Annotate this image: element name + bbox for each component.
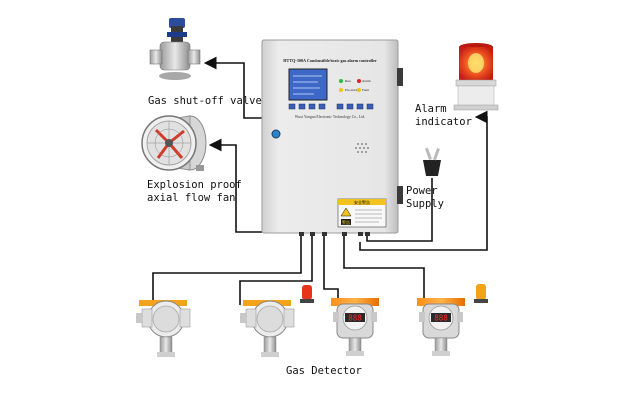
controller-footer: Wuxi Yongan Electronic Technology Co., L… bbox=[295, 115, 366, 120]
gas-detector-3: 888 bbox=[331, 298, 379, 356]
gas-detector-4: 888 bbox=[417, 284, 488, 356]
controller-keypad bbox=[288, 103, 374, 110]
gas-shutoff-valve-icon bbox=[149, 18, 201, 80]
wire-detector-4 bbox=[343, 233, 425, 305]
wire-to-fan bbox=[208, 138, 262, 233]
status-label-alarm: Alarm bbox=[362, 79, 371, 83]
detector-beacon-icon bbox=[302, 285, 312, 300]
wiring bbox=[152, 56, 488, 305]
label-explosion-proof-fan: Explosion proof axial flow fan bbox=[147, 179, 242, 204]
detector-3-display: 888 bbox=[348, 314, 362, 323]
alarm-indicator-beacon-icon bbox=[453, 43, 499, 111]
label-gas-shutoff-valve: Gas shut-off valve bbox=[148, 95, 262, 107]
warning-badge: 警告 bbox=[342, 219, 350, 225]
key-lock-icon bbox=[271, 129, 281, 139]
wire-detector-2 bbox=[239, 233, 313, 305]
wire-detector-3 bbox=[323, 233, 339, 305]
wire-detector-1 bbox=[152, 233, 302, 305]
status-label-fault: Fault bbox=[362, 88, 369, 92]
axial-flow-fan-icon bbox=[141, 115, 207, 171]
status-indicators: Run Alarm Pre-alarm Fault bbox=[339, 79, 371, 92]
label-gas-detector: Gas Detector bbox=[286, 365, 362, 377]
label-alarm-indicator: Alarm indicator bbox=[415, 103, 472, 128]
controller-lcd-screen bbox=[288, 68, 328, 101]
alarm-controller: HTTQ-300A Combustible/toxic gas alarm co… bbox=[261, 39, 403, 236]
label-power-supply: Power Supply bbox=[406, 185, 444, 210]
speaker-grille-icon bbox=[355, 143, 369, 153]
power-plug-icon bbox=[423, 147, 441, 176]
detector-4-display: 888 bbox=[434, 314, 448, 323]
gas-detector-1 bbox=[136, 300, 191, 357]
status-label-prealarm: Pre-alarm bbox=[345, 88, 359, 92]
wire-to-valve bbox=[203, 56, 262, 119]
detector-beacon-icon bbox=[476, 284, 486, 300]
controller-header: HTTQ-300A Combustible/toxic gas alarm co… bbox=[283, 58, 377, 63]
wire-to-alarm bbox=[359, 110, 488, 251]
gas-detector-2 bbox=[240, 285, 314, 357]
warning-triangle-icon bbox=[340, 207, 352, 217]
wire-power bbox=[366, 178, 433, 242]
status-label-run: Run bbox=[345, 79, 351, 83]
warning-title: 安全警告 bbox=[354, 199, 370, 205]
warning-label: 安全警告 警告 bbox=[337, 198, 387, 228]
